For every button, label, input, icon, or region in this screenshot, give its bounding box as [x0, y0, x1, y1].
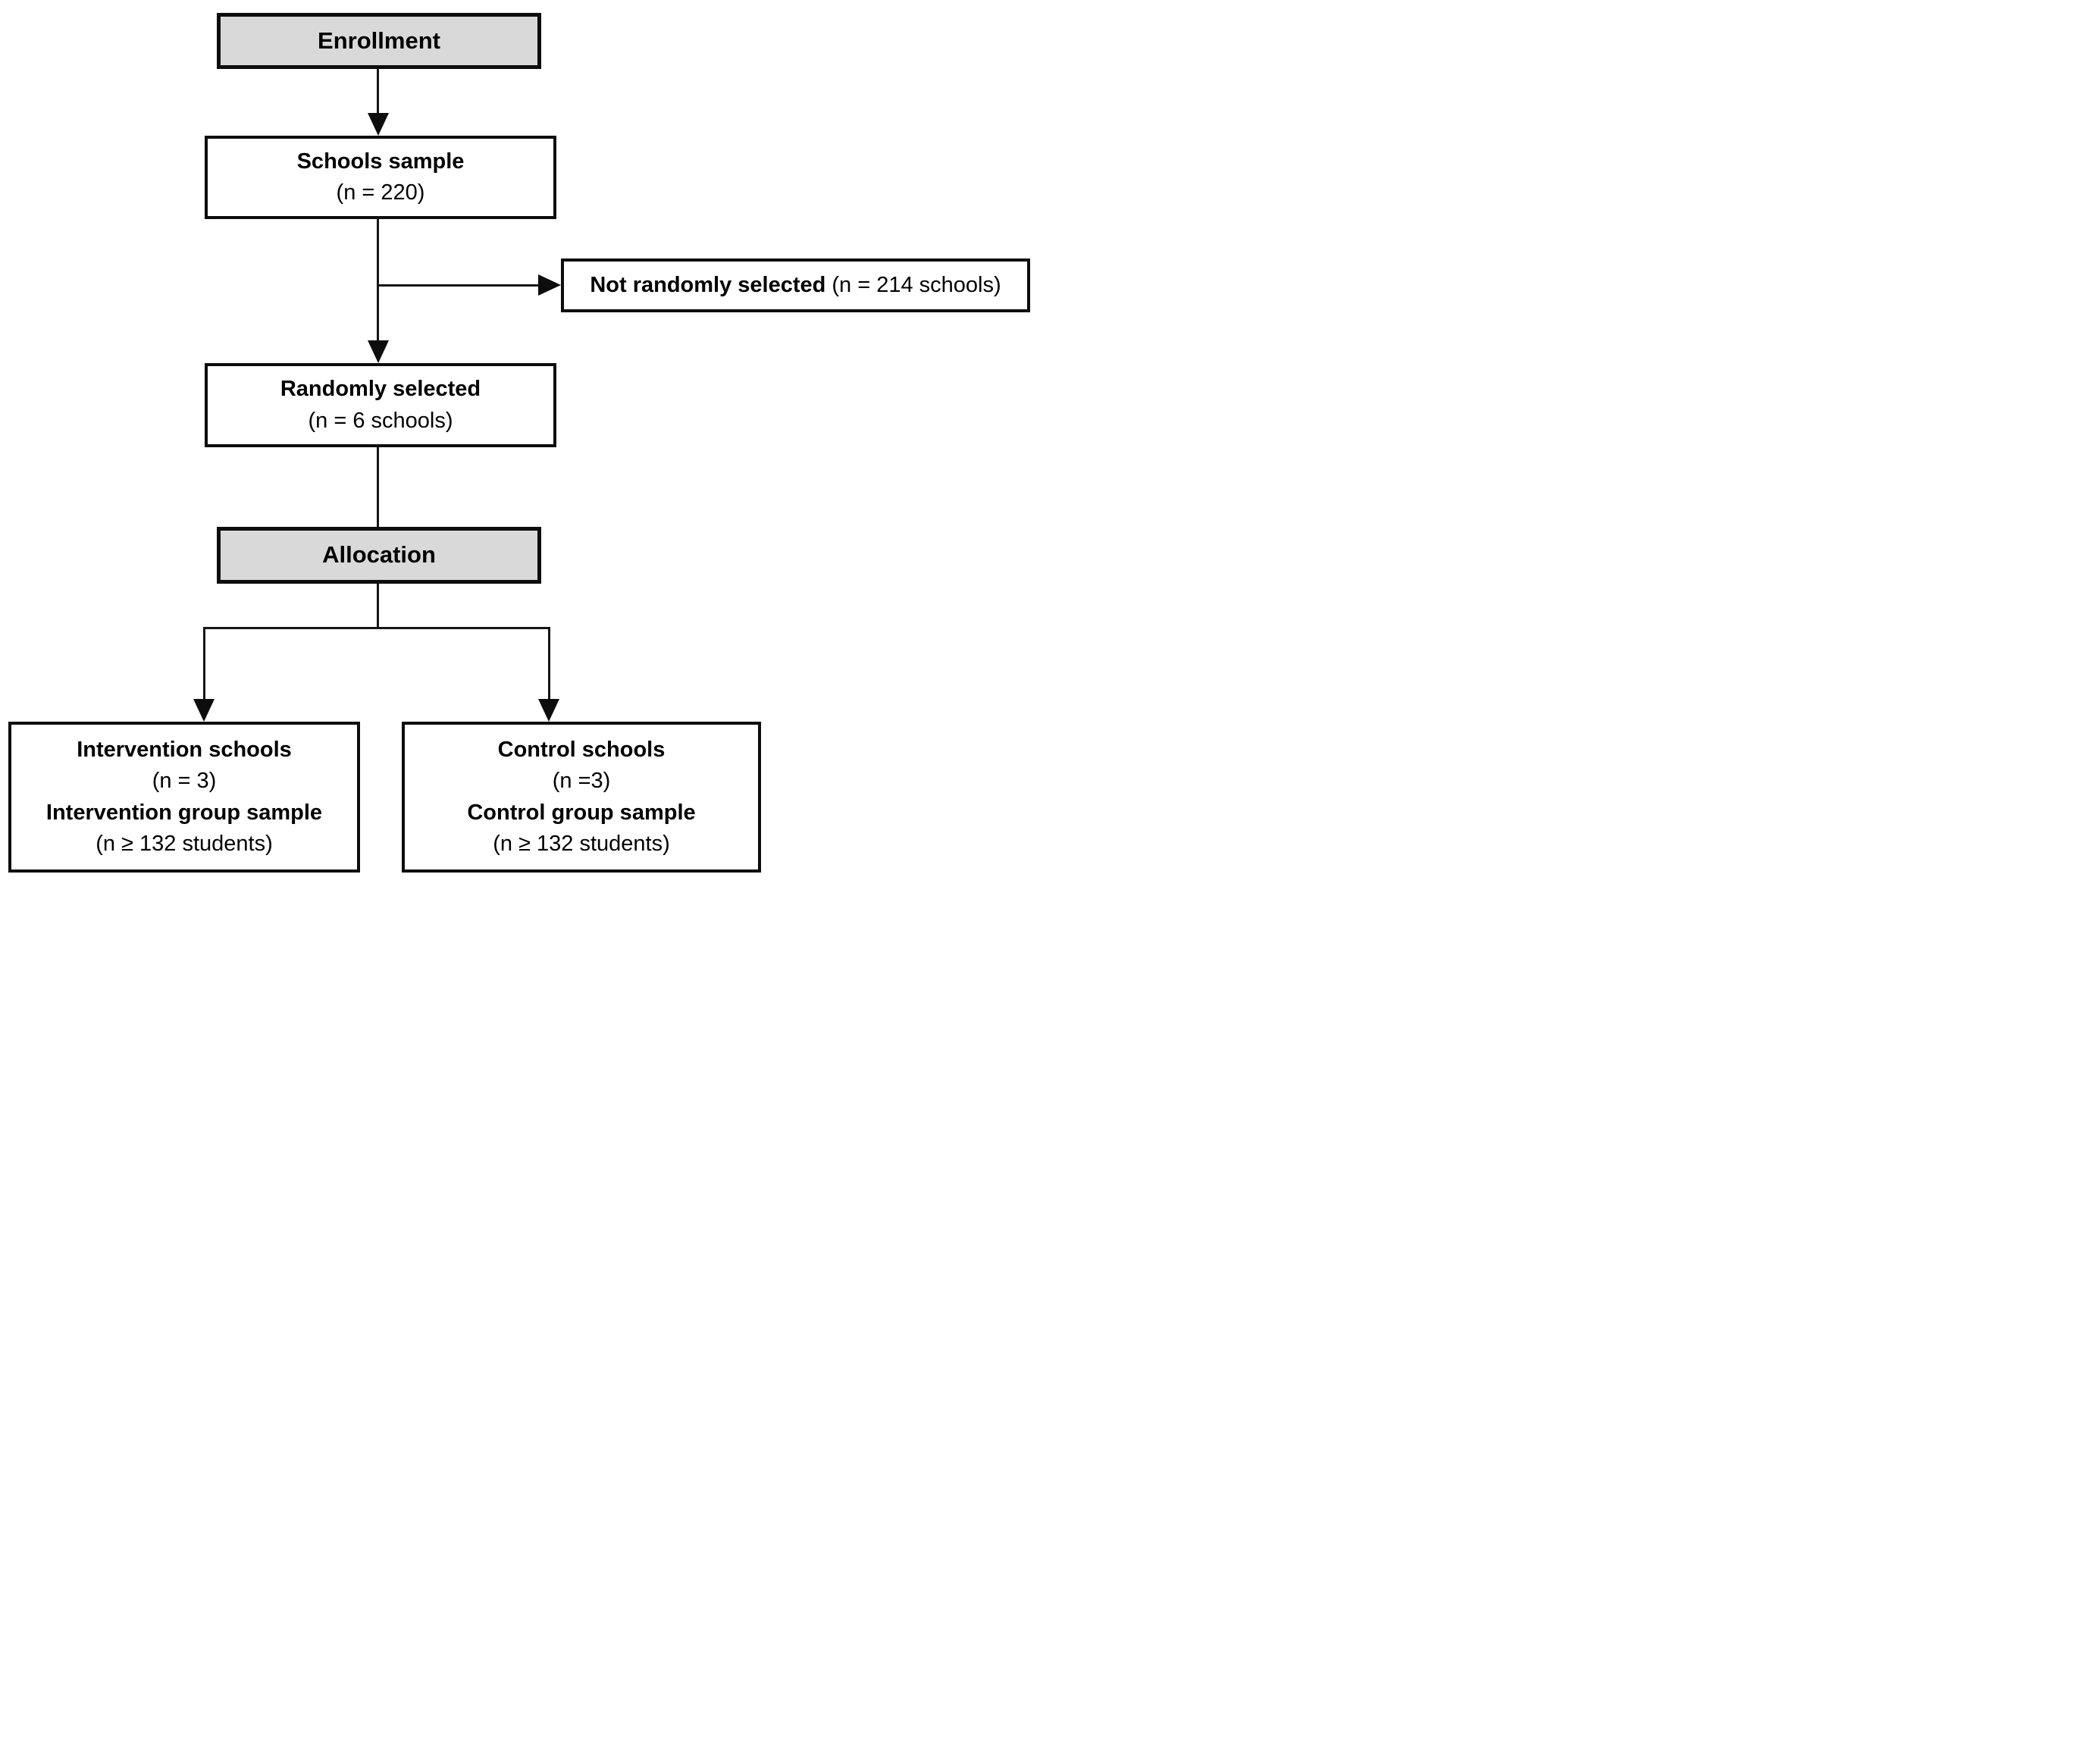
intervention-sample-title: Intervention group sample [45, 800, 323, 825]
arrowhead-into-randomly-selected [368, 340, 389, 363]
control-title: Control schools [497, 738, 666, 763]
not-randomly-selected-box: Not randomly selected (n = 214 schools) [561, 258, 1030, 312]
control-box: Control schools (n =3) Control group sam… [402, 722, 761, 873]
enrollment-phase-label: Enrollment [318, 27, 440, 54]
randomly-selected-count: (n = 6 schools) [308, 408, 453, 433]
connector-split-to-intervention [203, 627, 205, 702]
control-schools-count: (n =3) [552, 769, 611, 794]
schools-sample-count: (n = 220) [336, 180, 425, 205]
connector-split-to-control [548, 627, 550, 702]
arrowhead-into-schools-sample [368, 113, 389, 136]
enrollment-phase-box: Enrollment [217, 13, 541, 69]
control-sample-count: (n ≥ 132 students) [493, 831, 670, 856]
not-randomly-selected-count: (n = 214 schools) [832, 272, 1001, 297]
schools-sample-title: Schools sample [296, 149, 465, 174]
arrowhead-into-not-randomly-selected [538, 274, 561, 296]
connector-enrollment-to-schools-sample [377, 69, 379, 116]
randomly-selected-title: Randomly selected [280, 377, 481, 402]
control-sample-title: Control group sample [467, 800, 696, 825]
intervention-title: Intervention schools [77, 738, 292, 763]
connector-allocation-to-split [377, 584, 379, 629]
flow-diagram: Enrollment Schools sample (n = 220) Not … [0, 0, 1040, 882]
intervention-box: Intervention schools (n = 3) Interventio… [8, 722, 360, 873]
intervention-sample-count: (n ≥ 132 students) [96, 831, 273, 856]
intervention-schools-count: (n = 3) [152, 769, 217, 794]
connector-schools-sample-to-randomly-selected [377, 219, 379, 343]
randomly-selected-box: Randomly selected (n = 6 schools) [205, 363, 556, 447]
allocation-phase-label: Allocation [322, 541, 436, 569]
arrowhead-into-intervention [193, 699, 215, 722]
split-bar [203, 627, 550, 629]
allocation-phase-box: Allocation [217, 527, 541, 584]
connector-branch-not-randomly-selected [378, 284, 540, 287]
connector-randomly-selected-to-allocation [377, 447, 379, 527]
schools-sample-box: Schools sample (n = 220) [205, 136, 556, 219]
not-randomly-selected-title: Not randomly selected [590, 272, 826, 297]
arrowhead-into-control [538, 699, 559, 722]
